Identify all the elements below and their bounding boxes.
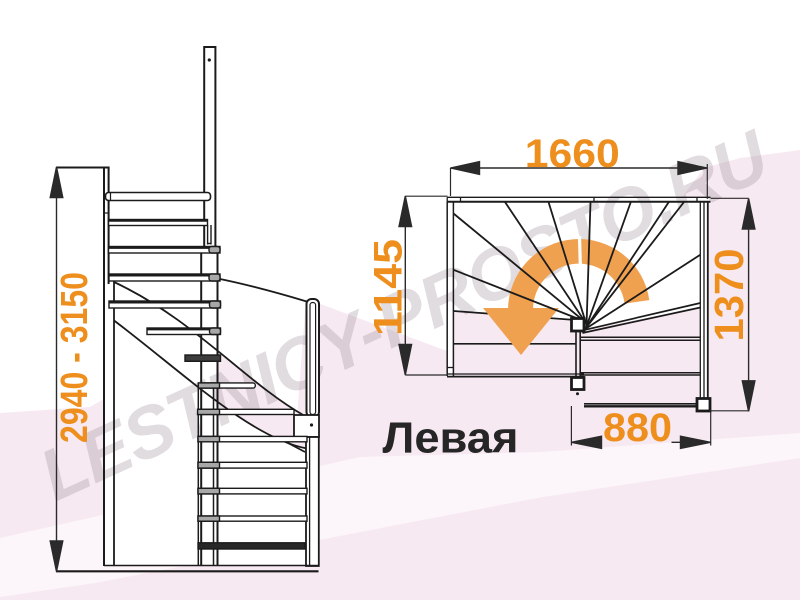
svg-text:2940 - 3150: 2940 - 3150 [54,272,96,443]
svg-text:Левая: Левая [383,414,519,463]
svg-text:1370: 1370 [706,249,752,342]
svg-text:880: 880 [603,406,672,450]
svg-text:1660: 1660 [525,132,620,176]
svg-text:1145: 1145 [367,239,411,336]
